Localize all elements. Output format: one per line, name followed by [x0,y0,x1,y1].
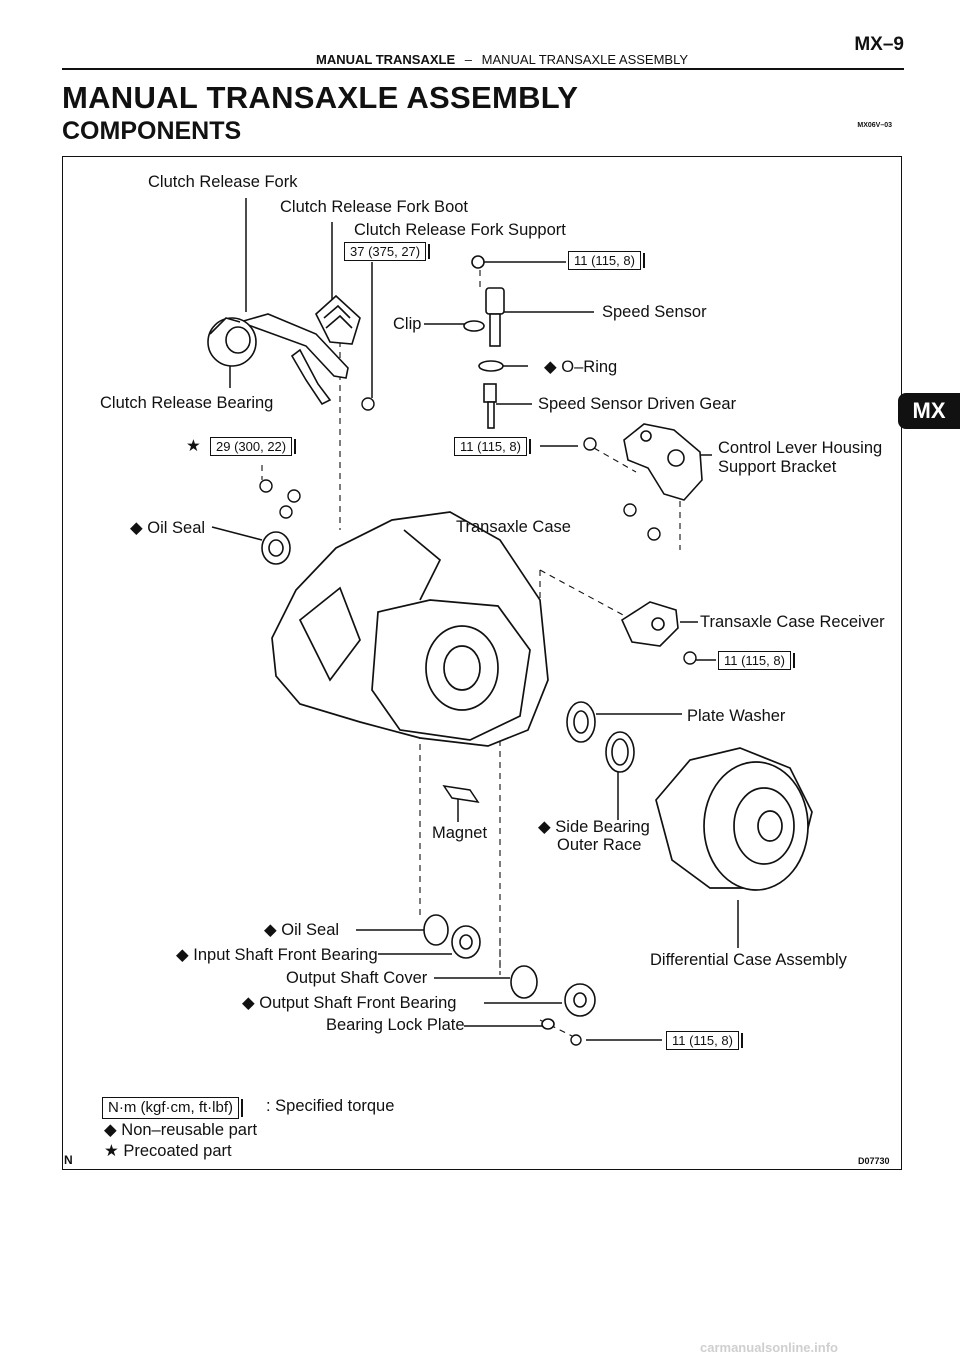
label-plate-washer: Plate Washer [687,707,786,725]
label-output-shaft-front-bearing: ◆ Output Shaft Front Bearing [242,994,457,1012]
transaxle-case [271,511,549,747]
clutch-release-fork-boot [315,294,361,345]
footer-watermark[interactable]: carmanualsonline.info [700,1340,838,1355]
label-o-ring: ◆ O–Ring [544,358,618,376]
label-clip: Clip [393,315,422,333]
bolt [361,397,375,411]
bolt [287,489,301,503]
clutch-release-bearing [207,317,257,367]
label-clutch-release-fork-boot: Clutch Release Fork Boot [280,198,469,216]
bolt [259,479,273,493]
leader-oil-seal [211,526,263,541]
bearing-lock-plate [541,1018,555,1030]
label-clutch-release-bearing: Clutch Release Bearing [100,394,274,412]
label-support-bracket: Support Bracket [718,458,837,476]
torque-receiver-bolt: 11 (115, 8) [718,651,791,670]
control-lever-housing-support-bracket [623,423,703,501]
diagram-frame [62,156,902,1170]
label-differential-case-assembly: Differential Case Assembly [650,951,847,969]
label-speed-sensor: Speed Sensor [602,303,707,321]
label-bearing-lock-plate: Bearing Lock Plate [326,1016,465,1034]
figure-code: D07730 [858,1156,890,1166]
legend-torque-description: : Specified torque [266,1097,395,1115]
label-magnet: Magnet [432,824,488,842]
label-input-shaft-front-bearing: ◆ Input Shaft Front Bearing [176,946,378,964]
bolt [623,503,637,517]
bolt [683,651,697,665]
bolt [647,527,661,541]
header-rule [62,68,904,70]
section-tab[interactable]: MX [898,393,960,429]
bolt [279,505,293,519]
magnet [442,784,480,804]
speed-sensor-driven-gear [483,383,497,429]
corner-mark: N [64,1153,73,1167]
transaxle-case-receiver [620,601,679,647]
label-speed-sensor-driven-gear: Speed Sensor Driven Gear [538,395,737,413]
torque-precoated-bolts: 29 (300, 22) [210,437,293,456]
section-subtitle: COMPONENTS [62,117,242,145]
label-oil-seal-lower: ◆ Oil Seal [264,921,340,939]
torque-fork-support: 37 (375, 27) [344,242,427,261]
page-title: MANUAL TRANSAXLE ASSEMBLY [62,80,579,115]
torque-speed-sensor: 11 (115, 8) [568,251,641,270]
running-header: MANUAL TRANSAXLE – MANUAL TRANSAXLE ASSE… [316,52,688,67]
precoated-star-icon: ★ [186,437,201,455]
header-separator: – [464,52,473,67]
legend-torque-box: N·m (kgf·cm, ft·lbf) [102,1097,239,1119]
document-code: MX06V–03 [857,122,892,129]
torque-lock-plate-bolt: 11 (115, 8) [666,1031,739,1050]
output-shaft-cover [510,965,538,999]
speed-sensor [463,255,505,347]
differential-case-assembly [655,747,813,891]
bolt [583,437,597,451]
legend-precoated: ★ Precoated part [104,1142,232,1160]
label-output-shaft-cover: Output Shaft Cover [286,969,428,987]
o-ring [478,360,504,372]
label-transaxle-case-receiver: Transaxle Case Receiver [700,613,885,631]
label-oil-seal-upper: ◆ Oil Seal [130,519,206,537]
label-outer-race: Outer Race [557,836,642,854]
torque-bracket-bolts: 11 (115, 8) [454,437,527,456]
label-transaxle-case: Transaxle Case [456,518,571,536]
page-number: MX–9 [854,34,904,55]
clutch-release-fork [237,313,349,406]
label-control-lever-housing: Control Lever Housing [718,439,883,457]
label-clutch-release-fork-support: Clutch Release Fork Support [354,221,566,239]
oil-seal-lower [423,914,449,946]
subsection-name: MANUAL TRANSAXLE ASSEMBLY [481,52,689,67]
label-clutch-release-fork: Clutch Release Fork [148,173,298,191]
label-side-bearing: ◆ Side Bearing [538,818,650,836]
bolt [570,1034,582,1046]
legend-non-reusable: ◆ Non–reusable part [104,1121,258,1139]
section-name: MANUAL TRANSAXLE [316,52,456,67]
